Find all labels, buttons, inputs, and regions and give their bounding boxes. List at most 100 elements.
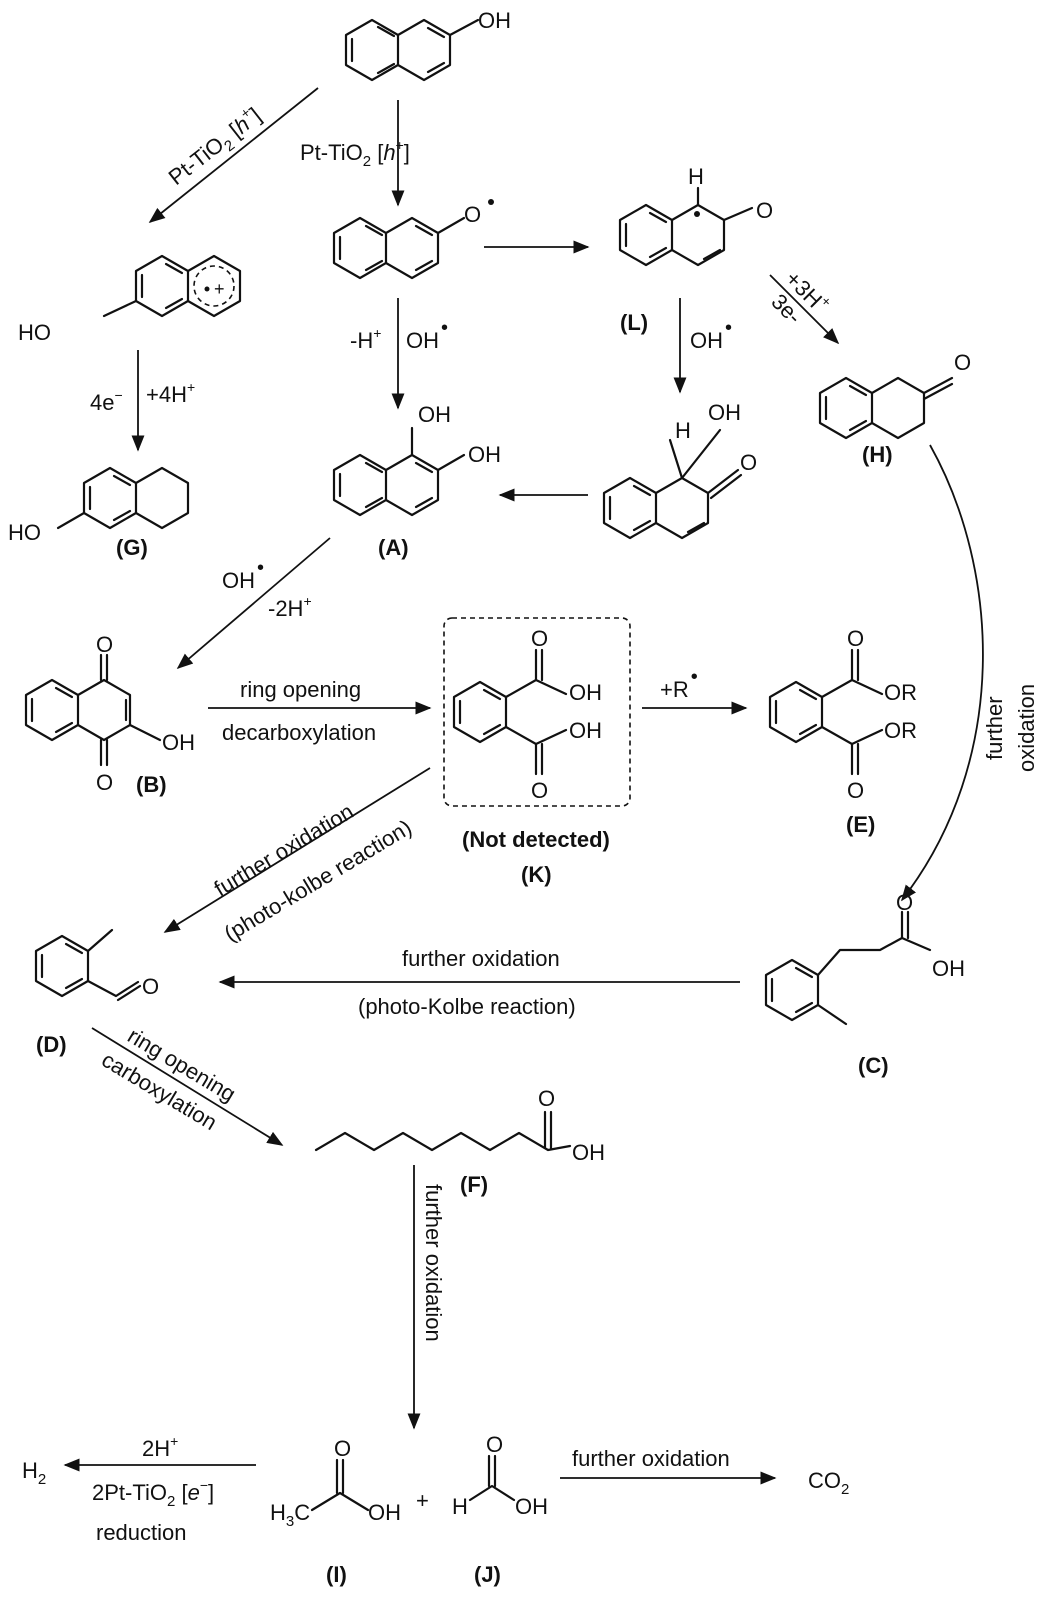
structure-2-naphthol: OH [344, 8, 511, 82]
atom-oh: OH [162, 730, 195, 755]
arrow-naphthol-to-cation [148, 87, 319, 224]
label-2h: 2H+ [142, 1433, 178, 1461]
arrow-K-to-D [163, 767, 431, 933]
atom-o: O [96, 632, 113, 657]
compound-label-G: (G) [116, 535, 148, 560]
structure-J: O H OH [452, 1432, 548, 1519]
atom-h: H [688, 164, 704, 189]
structure-hydroxy-intermediate: O H OH [602, 400, 757, 540]
atom-o: O [954, 350, 971, 375]
label-minus-h: -H+ [350, 325, 381, 353]
compound-label-B: (B) [136, 772, 167, 797]
label-further-vertical: further [982, 696, 1007, 760]
atom-o: O [538, 1086, 555, 1111]
structure-A: OH OH [332, 402, 501, 517]
compound-label-H: (H) [862, 442, 893, 467]
label-reduction: reduction [96, 1520, 187, 1545]
atom-o: O [847, 626, 864, 651]
radical-dot [488, 199, 494, 205]
atom-ho: HO [8, 520, 41, 545]
svg-text:further oxidation: further oxidation [421, 1184, 446, 1342]
label-plus-r: +R• [660, 666, 698, 702]
arrow-L-to-H [769, 274, 840, 345]
structure-K: O OH OH O [452, 626, 602, 803]
atom-o: O [740, 450, 757, 475]
structure-I: O OH H3C [270, 1436, 401, 1530]
svg-text:further: further [982, 696, 1007, 760]
atom-o: O [464, 202, 481, 227]
structure-H: O [818, 350, 971, 440]
product-h2: H2 [22, 1458, 46, 1488]
label-minus-2h: -2H+ [268, 593, 312, 621]
atom-h3c: H3C [270, 1500, 310, 1530]
structure-L: H O [618, 164, 773, 267]
label-4e: 4e− [90, 387, 123, 415]
atom-oh: OH [368, 1500, 401, 1525]
atom-oh: OH [569, 718, 602, 743]
label-oh-radical-3: OH• [222, 557, 264, 593]
atom-h: H [452, 1494, 468, 1519]
atom-oh: OH [569, 680, 602, 705]
atom-o: O [531, 626, 548, 651]
atom-oh: OH [708, 400, 741, 425]
atom-h: H [675, 418, 691, 443]
label-further-oxidation-vertical: further oxidation [421, 1184, 446, 1342]
arrow-H-to-C [901, 444, 984, 902]
compound-label-E: (E) [846, 812, 875, 837]
atom-o: O [531, 778, 548, 803]
product-co2: CO2 [808, 1468, 849, 1498]
compound-label-K: (K) [521, 862, 552, 887]
arrow-A-to-B [176, 537, 331, 670]
plus-sign: + [416, 1488, 429, 1513]
atom-o: O [896, 890, 913, 915]
not-detected-label: (Not detected) [462, 827, 610, 852]
atom-oh: OH [932, 956, 965, 981]
atom-o: O [96, 770, 113, 795]
label-oh-radical-1: OH• [406, 317, 448, 353]
atom-o: O [334, 1436, 351, 1461]
label-ring-opening-1: ring opening [240, 677, 361, 702]
atom-o: O [756, 198, 773, 223]
structure-F: O OH [314, 1086, 605, 1165]
atom-o: O [142, 974, 159, 999]
label-oxidation-vertical: oxidation [1014, 684, 1039, 772]
structure-radical-cation: + HO [18, 254, 242, 345]
svg-text:oxidation: oxidation [1014, 684, 1039, 772]
compound-label-D: (D) [36, 1032, 67, 1057]
label-pt-tio2-hole-vertical: Pt-TiO2 [h+] [300, 137, 410, 170]
atom-or: OR [884, 680, 917, 705]
atom-o: O [847, 778, 864, 803]
charge-plus: + [214, 279, 225, 299]
svg-text:Pt-TiO2 [h+]: Pt-TiO2 [h+] [162, 100, 269, 194]
structure-B: O O OH [24, 632, 195, 795]
atom-oh: OH [478, 8, 511, 33]
label-2pt-tio2-electron: 2Pt-TiO2 [e−] [92, 1477, 214, 1510]
atom-o: O [486, 1432, 503, 1457]
atom-oh: OH [468, 442, 501, 467]
structure-E: O OR OR O [768, 626, 917, 803]
label-oh-radical-2: OH• [690, 317, 732, 353]
compound-label-C: (C) [858, 1053, 889, 1078]
label-pt-tio2-hole-diagonal: Pt-TiO2 [h+] [162, 100, 269, 194]
atom-or: OR [884, 718, 917, 743]
atom-oh: OH [515, 1494, 548, 1519]
label-plus-4h: +4H+ [146, 379, 195, 407]
dashed-ring [193, 265, 235, 307]
label-further-oxidation-bottom: further oxidation [572, 1446, 730, 1471]
label-further-oxidation-horizontal: further oxidation [402, 946, 560, 971]
compound-label-A: (A) [378, 535, 409, 560]
compound-label-F: (F) [460, 1172, 488, 1197]
label-photo-kolbe-horizontal: (photo-Kolbe reaction) [358, 994, 576, 1019]
atom-ho: HO [18, 320, 51, 345]
compound-label-J: (J) [474, 1562, 501, 1587]
arrow-D-to-F [91, 1027, 284, 1146]
compound-label-I: (I) [326, 1562, 347, 1587]
atom-oh: OH [418, 402, 451, 427]
structure-C: O OH [764, 890, 965, 1026]
not-detected-box [443, 617, 631, 807]
label-decarboxylation: decarboxylation [222, 720, 376, 745]
structure-naphthoxy-radical: O [332, 199, 494, 280]
structure-G: HO [8, 466, 190, 545]
structure-D: O [34, 928, 159, 1002]
